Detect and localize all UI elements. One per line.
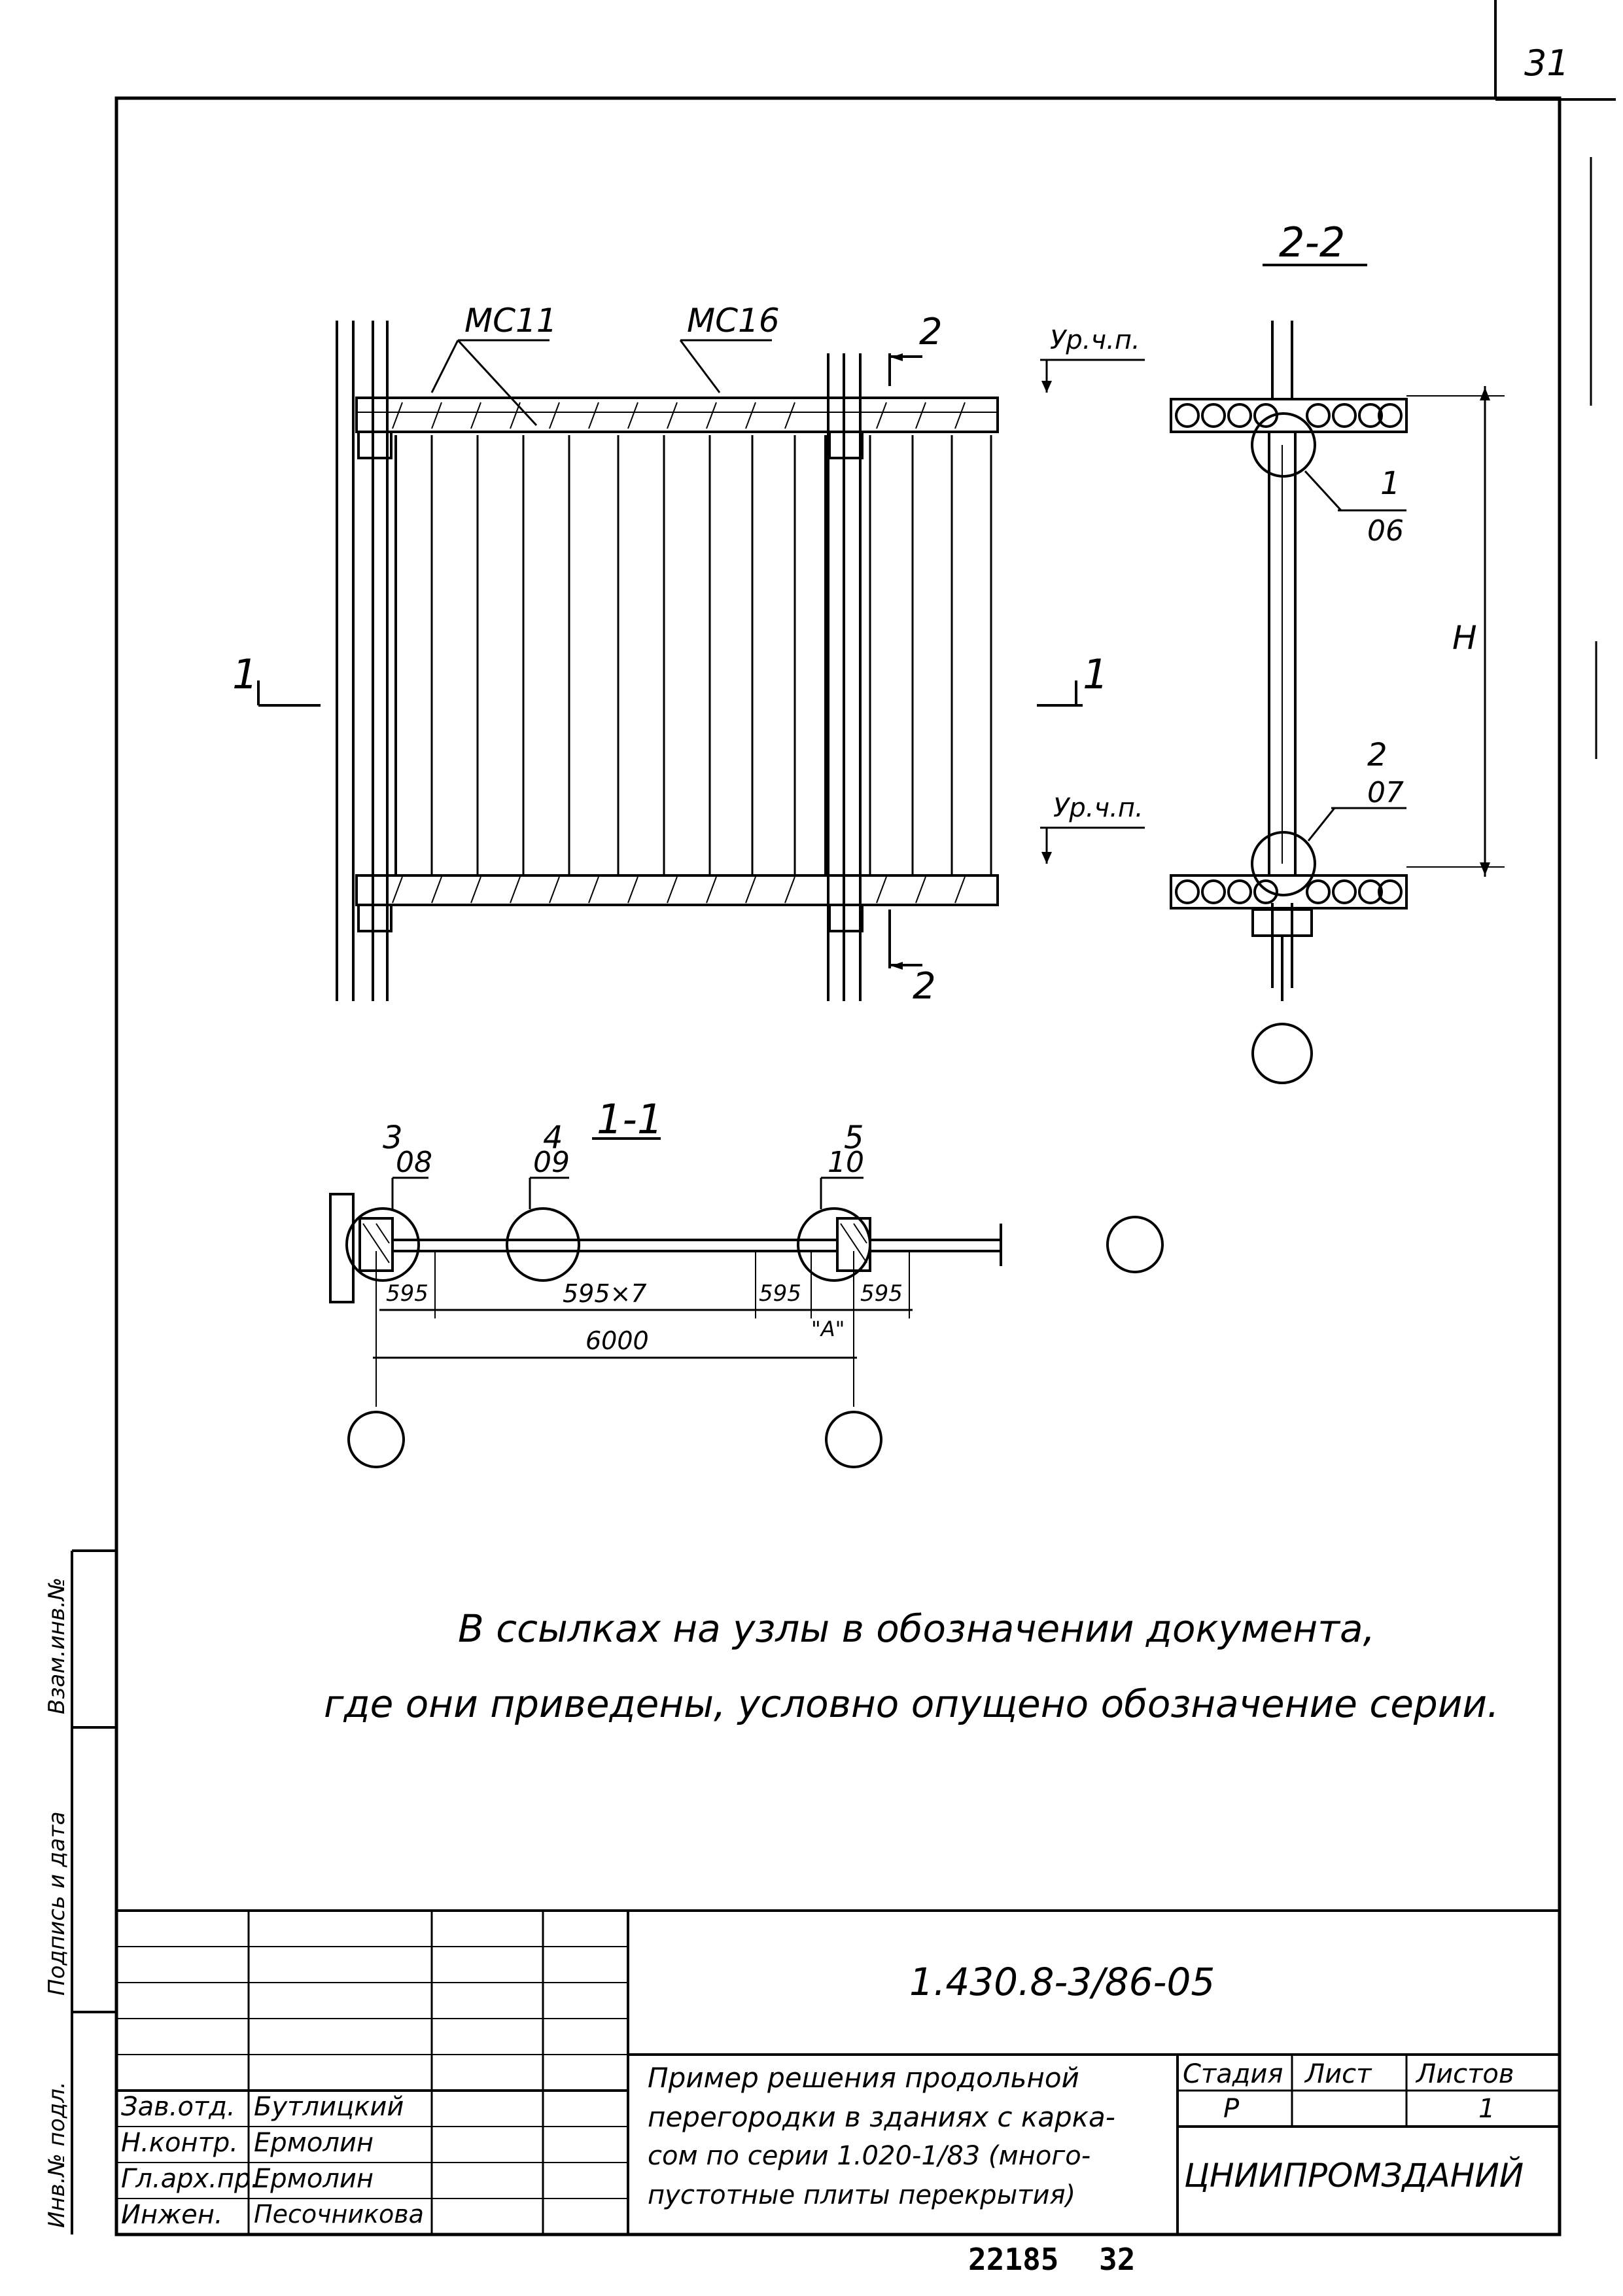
title-block-lines — [116, 1909, 1560, 2234]
section-mark-2-bottom: 2 — [913, 965, 936, 1008]
inv-no-original-label: Инв.№ подл. — [44, 2081, 70, 2228]
section-2-2-title: 2-2 — [1279, 219, 1346, 266]
name-3: Ермолин — [254, 2164, 374, 2194]
page-number: 31 — [1524, 43, 1569, 84]
name-4: Песочникова — [254, 2200, 424, 2229]
signature-date-label: Подпись и дата — [44, 1811, 70, 1996]
doc-title-line-4: пустотные плиты перекрытия) — [648, 2180, 1076, 2210]
node-5-number: 5 — [844, 1120, 864, 1156]
doc-title-line-1: Пример решения продольной — [648, 2062, 1079, 2094]
role-3: Гл.арх.пр. — [121, 2164, 260, 2194]
node-5-sheet: 10 — [828, 1146, 864, 1179]
note-line-2: где они приведены, условно опущено обозн… — [324, 1682, 1499, 1726]
section-mark-2-top: 2 — [919, 311, 943, 353]
name-1: Бутлицкий — [254, 2092, 404, 2122]
role-4: Инжен. — [121, 2200, 223, 2230]
node-1-number: 1 — [1380, 465, 1401, 502]
name-2: Ермолин — [254, 2128, 374, 2158]
axis-bubble — [1251, 1023, 1313, 1084]
level-label-top: Ур.ч.п. — [1050, 325, 1140, 355]
stage-header: Стадия — [1183, 2059, 1283, 2089]
dim-595x7: 595×7 — [563, 1279, 647, 1308]
mc11-label: МС11 — [464, 302, 557, 340]
stage-value: Р — [1223, 2094, 1240, 2124]
mc16-label: МС16 — [687, 302, 780, 340]
node-4-number: 4 — [543, 1120, 563, 1156]
sheets-header: Листов — [1416, 2059, 1514, 2089]
section-1-1 — [329, 1137, 1164, 1468]
bottom-number-1: 22185 — [968, 2242, 1059, 2277]
doc-title-line-2: перегородки в зданиях с карка- — [648, 2101, 1115, 2133]
role-1: Зав.отд. — [121, 2092, 236, 2122]
note-line-1: В ссылках на узлы в обозначении документ… — [458, 1606, 1375, 1651]
dim-6000: 6000 — [585, 1326, 649, 1355]
dim-595-mid: 595 — [759, 1280, 801, 1307]
sheet-header: Лист — [1305, 2059, 1372, 2089]
section-2-2 — [1040, 264, 1505, 1084]
node-1-sheet: 06 — [1367, 514, 1404, 548]
section-mark-1-left: 1 — [232, 650, 258, 698]
drawing-frame — [114, 96, 1562, 2236]
height-label: Н — [1452, 619, 1477, 657]
dim-595-right: 595 — [860, 1280, 903, 1307]
slab-hatching — [362, 402, 966, 1263]
doc-title-line-3: сом по серии 1.020-1/83 (много- — [648, 2141, 1091, 2171]
node-2-sheet: 07 — [1367, 776, 1404, 809]
role-2: Н.контр. — [121, 2128, 238, 2158]
node-3-sheet: 08 — [396, 1146, 432, 1179]
wall-elevation — [257, 321, 1083, 1001]
level-label-bottom: Ур.ч.п. — [1053, 793, 1143, 823]
node-2-number: 2 — [1367, 737, 1387, 773]
section-1-1-title: 1-1 — [597, 1095, 663, 1143]
node-4-sheet: 09 — [533, 1146, 570, 1179]
section-mark-1-right: 1 — [1083, 650, 1109, 698]
bottom-number-2: 32 — [1099, 2242, 1136, 2277]
arrowheads — [891, 353, 1490, 970]
dim-a: "А" — [811, 1316, 845, 1341]
node-3-number: 3 — [383, 1120, 403, 1156]
sheets-value: 1 — [1478, 2094, 1495, 2124]
organization-name: ЦНИИПРОМЗДАНИЙ — [1184, 2157, 1524, 2195]
document-code: 1.430.8-3/86-05 — [909, 1960, 1215, 2004]
replace-inv-label: Взам.инв.№ — [44, 1577, 70, 1714]
dim-595-left: 595 — [386, 1280, 428, 1307]
